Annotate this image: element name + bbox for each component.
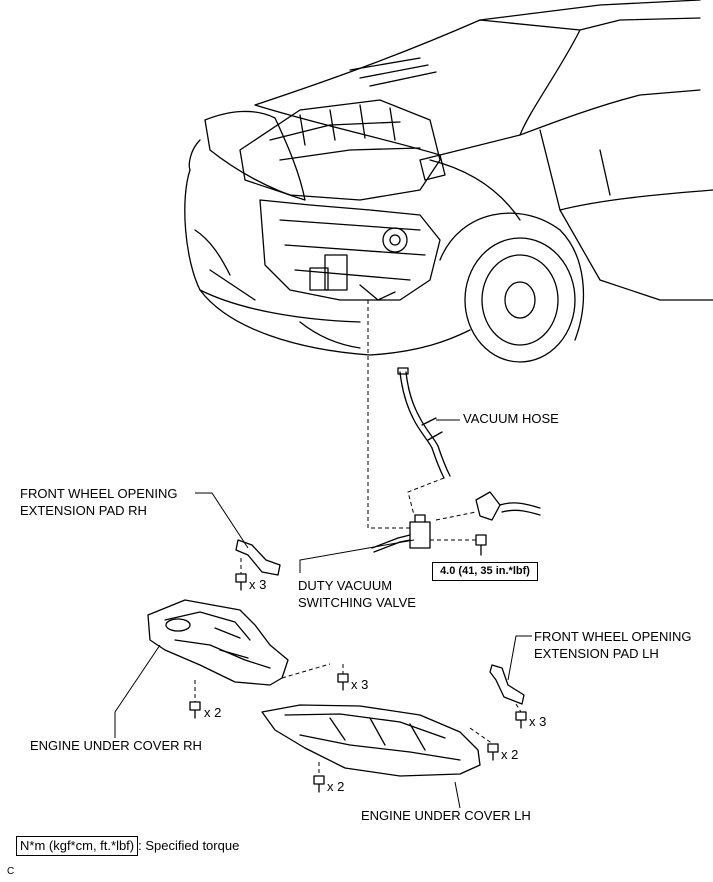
qty-pad-rh-screws: x 3 [249,577,267,592]
label-pad-lh-line2: EXTENSION PAD LH [534,646,659,661]
engine-assembly [239,99,446,301]
screw-cover-rh [189,701,201,719]
leader-lines [114,419,532,809]
screw-pad-lh [515,711,527,729]
screws [189,573,527,793]
torque-legend: N*m (kgf*cm, ft.*lbf): Specified torque [16,836,239,856]
torque-bolt [475,534,487,556]
car-body [184,0,713,363]
qty-pad-lh-screws: x 3 [529,714,547,729]
legend-unit: N*m (kgf*cm, ft.*lbf) [16,836,139,856]
label-cover-lh: ENGINE UNDER COVER LH [361,808,531,823]
corner-mark: C [7,866,15,877]
qty-cover-lh-right-screws: x 2 [501,747,519,762]
label-duty-valve-line2: SWITCHING VALVE [298,595,416,610]
label-pad-rh-line2: EXTENSION PAD RH [20,503,147,518]
label-vacuum-hose: VACUUM HOSE [463,411,559,426]
screw-cover-center [337,673,349,691]
engine-under-cover-lh [261,704,481,777]
label-cover-rh: ENGINE UNDER COVER RH [30,738,202,753]
engine-under-cover-rh [147,599,289,686]
valve-bracket [475,491,541,521]
legend-text: : Specified torque [138,838,240,853]
duty-vacuum-switching-valve [371,514,431,553]
screw-pad-rh [235,573,247,591]
extension-pad-rh [235,539,281,576]
screw-cover-lh-right [487,743,499,761]
extension-pad-lh [489,664,525,705]
screw-cover-lh-bottom [313,775,325,793]
label-pad-rh-line1: FRONT WHEEL OPENING [20,486,178,501]
torque-spec-box: 4.0 (41, 35 in.*lbf) [432,562,538,581]
label-duty-valve-line1: DUTY VACUUM [298,578,393,593]
qty-cover-rh-screws: x 2 [204,705,222,720]
qty-cover-center-screws: x 3 [351,677,369,692]
assembly-lines [194,300,522,776]
label-pad-lh-line1: FRONT WHEEL OPENING [534,629,692,644]
qty-cover-lh-bottom-screws: x 2 [327,779,345,794]
vacuum-hose [397,367,451,479]
